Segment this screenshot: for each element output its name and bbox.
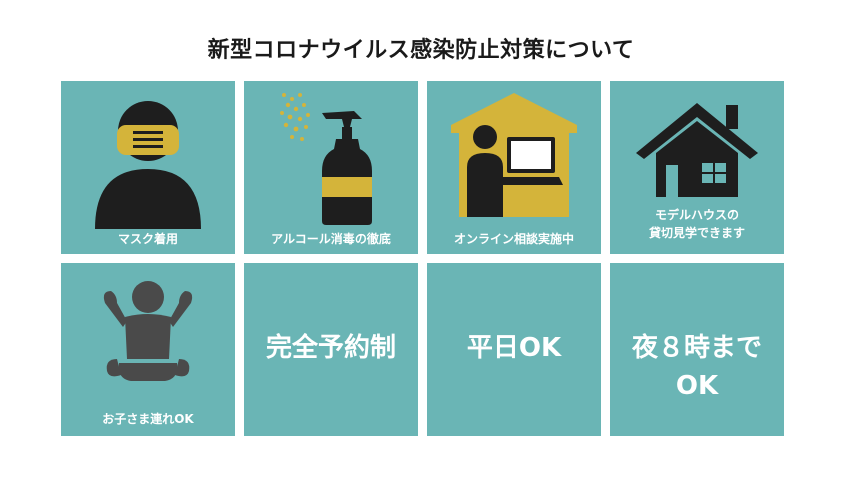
tile-alcohol-caption: アルコール消毒の徹底 [271, 232, 391, 246]
tile-night-text-2: OK [675, 371, 719, 401]
tile-model-house-caption-1: モデルハウスの [654, 208, 739, 222]
tile-model-house: モデルハウスの 貸切見学できます [610, 81, 784, 254]
baby-icon [103, 281, 193, 381]
tile-online: オンライン相談実施中 [427, 81, 601, 254]
masked-person-icon [95, 101, 201, 229]
tile-alcohol: アルコール消毒の徹底 [244, 81, 418, 254]
tile-mask: マスク着用 [61, 81, 235, 254]
tile-mask-caption: マスク着用 [117, 232, 178, 246]
house-icon [636, 103, 758, 197]
tile-reservation-text: 完全予約制 [265, 333, 396, 363]
page-title: 新型コロナウイルス感染防止対策について [207, 38, 635, 63]
tile-kids: お子さま連れOK [61, 263, 235, 436]
tile-model-house-caption-2: 貸切見学できます [648, 226, 745, 240]
tile-weekday: 平日OK [427, 263, 601, 436]
tile-online-caption: オンライン相談実施中 [453, 232, 574, 246]
online-consultation-house-icon [451, 93, 577, 217]
tile-weekday-text: 平日OK [466, 333, 562, 363]
tile-night-text-1: 夜８時まで [631, 333, 762, 363]
tile-night: 夜８時まで OK [610, 263, 784, 436]
tile-kids-caption: お子さま連れOK [102, 412, 194, 426]
tile-reservation: 完全予約制 [244, 263, 418, 436]
spray-bottle-icon [280, 93, 372, 225]
